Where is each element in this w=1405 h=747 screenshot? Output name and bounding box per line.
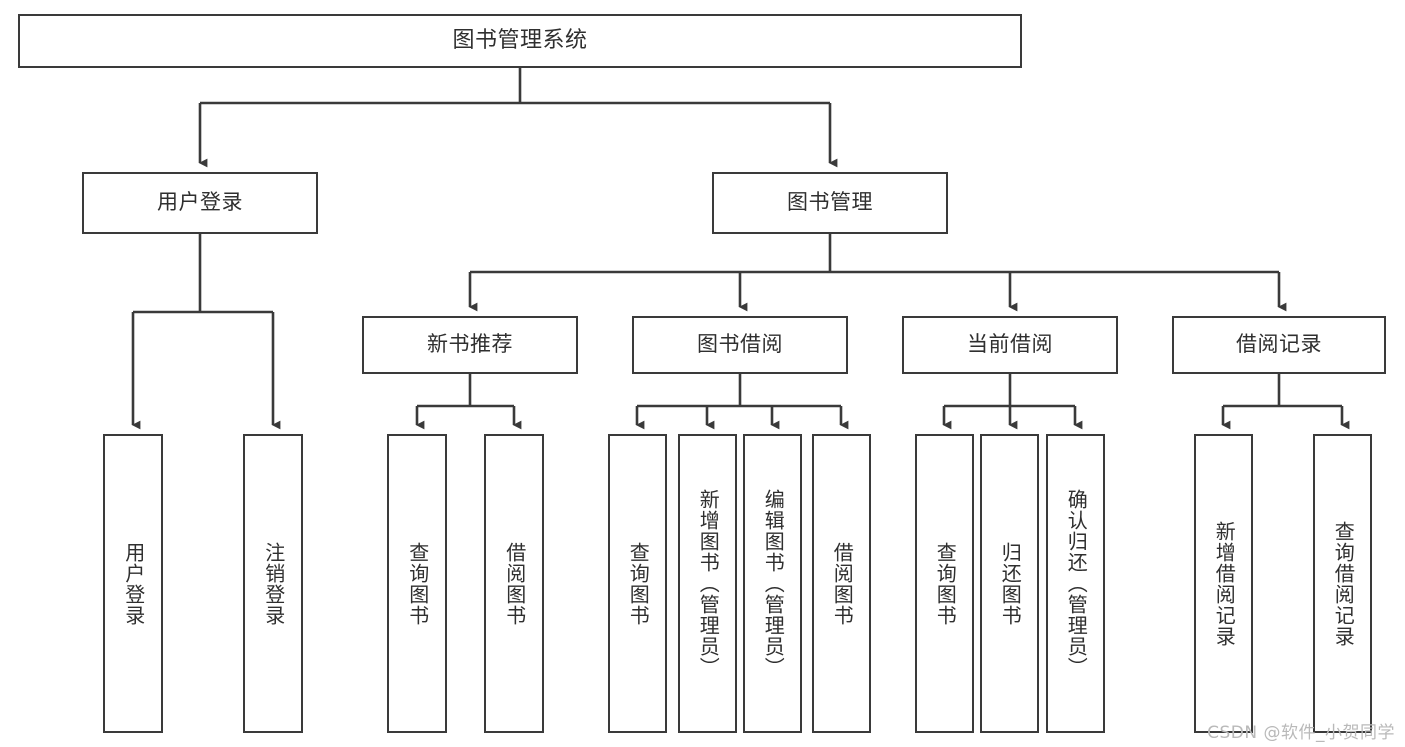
node-leaf-confirm-return[interactable]: 确认归还（管理员） [1046,434,1105,733]
node-current-borrow[interactable]: 当前借阅 [902,316,1118,374]
node-label: 当前借阅 [967,332,1053,357]
node-label: 新书推荐 [427,332,513,357]
node-label: 借阅图书 [502,541,527,626]
node-leaf-user-login[interactable]: 用户登录 [103,434,163,733]
node-leaf-add-book[interactable]: 新增图书（管理员） [678,434,737,733]
node-label: 新增图书（管理员） [696,489,721,678]
node-label: 新增借阅记录 [1212,520,1237,647]
node-label: 借阅图书 [830,541,855,626]
node-borrow-record[interactable]: 借阅记录 [1172,316,1386,374]
node-label: 查询借阅记录 [1331,520,1356,647]
node-root-system[interactable]: 图书管理系统 [18,14,1022,68]
node-label: 注销登录 [261,541,286,626]
node-label: 图书管理系统 [452,27,588,53]
node-leaf-add-borrow-record[interactable]: 新增借阅记录 [1194,434,1253,733]
node-leaf-query-book-rec[interactable]: 查询图书 [387,434,447,733]
node-label: 图书借阅 [697,332,783,357]
node-label: 确认归还（管理员） [1064,489,1089,678]
node-leaf-borrow-book[interactable]: 借阅图书 [812,434,871,733]
node-leaf-borrow-book-rec[interactable]: 借阅图书 [484,434,544,733]
node-label: 查询图书 [933,541,958,626]
node-label: 用户登录 [121,541,146,626]
node-label: 用户登录 [157,190,243,215]
node-leaf-query-borrow-record[interactable]: 查询借阅记录 [1313,434,1372,733]
node-label: 借阅记录 [1236,332,1322,357]
node-new-book-rec[interactable]: 新书推荐 [362,316,578,374]
node-user-login[interactable]: 用户登录 [82,172,318,234]
node-label: 编辑图书（管理员） [761,489,786,678]
node-leaf-query-book-borrow[interactable]: 查询图书 [608,434,667,733]
node-leaf-logout[interactable]: 注销登录 [243,434,303,733]
node-label: 归还图书 [998,541,1023,626]
node-leaf-return-book[interactable]: 归还图书 [980,434,1039,733]
node-book-manage[interactable]: 图书管理 [712,172,948,234]
node-leaf-edit-book[interactable]: 编辑图书（管理员） [743,434,802,733]
node-label: 查询图书 [626,541,651,626]
node-book-borrow[interactable]: 图书借阅 [632,316,848,374]
node-label: 查询图书 [405,541,430,626]
node-label: 图书管理 [787,190,873,215]
node-leaf-query-book-current[interactable]: 查询图书 [915,434,974,733]
